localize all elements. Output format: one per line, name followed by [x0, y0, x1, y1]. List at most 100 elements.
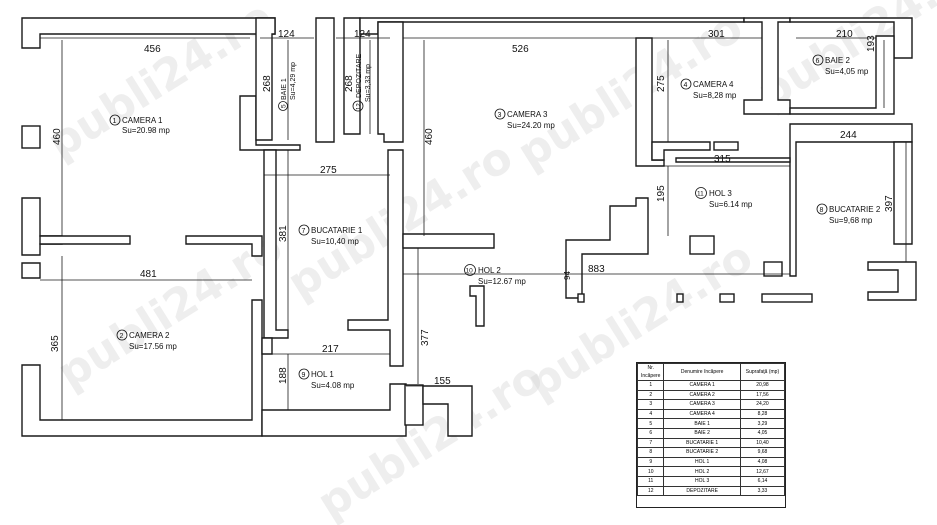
- watermark-text: publi24.ro: [309, 351, 552, 525]
- room-name: BUCATARIE 2: [829, 205, 881, 214]
- dimension-labels: 456 124 124 526 301 210 193 268 268 460 …: [50, 29, 895, 387]
- table-cell: 3: [636, 399, 665, 410]
- dimension-label: 460: [424, 128, 435, 145]
- dimension-label: 381: [278, 225, 289, 242]
- wall-segment: [577, 293, 585, 303]
- wall-segment: [761, 293, 813, 303]
- dimension-label: 124: [354, 29, 371, 40]
- table-cell: 4,08: [739, 456, 786, 468]
- room-number: 3: [498, 112, 502, 119]
- table-cell: DEPOZITARE: [663, 485, 741, 497]
- wall-segment: [377, 21, 404, 143]
- dimension-label: 268: [344, 75, 355, 92]
- room-name: CAMERA 4: [693, 80, 734, 89]
- wall-segment: [676, 293, 684, 303]
- room-number: 10: [466, 268, 474, 275]
- room-name: CAMERA 2: [129, 331, 170, 340]
- wall-segment: [261, 337, 273, 355]
- room-area: Su=20.98 mp: [122, 126, 170, 135]
- wall-segment: [21, 262, 41, 279]
- room-label-bucatarie-1: 7 BUCATARIE 1 Su=10,40 mp: [298, 224, 363, 246]
- table-cell: 8: [636, 447, 665, 458]
- room-number: 4: [684, 82, 688, 89]
- dimension-label: 124: [278, 29, 295, 40]
- table-cell: HOL 2: [663, 466, 741, 477]
- watermark-layer: publi24.ro publi24.ro publi24.ro publi24…: [39, 0, 937, 525]
- table-cell: 24,20: [739, 399, 786, 410]
- room-area: Su=24.20 mp: [507, 121, 555, 130]
- wall-segment: [263, 149, 289, 339]
- wall-segment: [347, 149, 404, 367]
- dimension-label: 268: [262, 75, 273, 92]
- wall-segment: [255, 17, 276, 141]
- table-cell: 10: [636, 466, 665, 477]
- wall-segment: [185, 235, 263, 257]
- table-cell: 8,28: [739, 408, 786, 420]
- wall-segment: [565, 197, 649, 299]
- wall-segment: [469, 285, 485, 327]
- room-name: CAMERA 3: [507, 110, 548, 119]
- wall-segment: [675, 157, 791, 163]
- dimension-label: 193: [866, 35, 877, 52]
- dimension-label: 460: [52, 128, 63, 145]
- table-cell: BAIE 1: [663, 418, 741, 429]
- room-name: CAMERA 1: [122, 116, 163, 125]
- wall-segment: [763, 261, 783, 277]
- wall-segment: [404, 384, 424, 426]
- room-area: Su=4.08 mp: [311, 381, 355, 390]
- room-name: BAIE 2: [825, 56, 850, 65]
- dimension-label: 275: [320, 165, 337, 176]
- wall-segment: [21, 125, 41, 149]
- dimension-label: 210: [836, 29, 853, 40]
- room-name: HOL 1: [311, 370, 334, 379]
- wall-segment: [719, 293, 735, 303]
- room-label-hol-2: 10 HOL 2 Su=12.67 mp: [464, 264, 526, 286]
- room-number: 1: [113, 118, 117, 125]
- dimension-label: 315: [714, 154, 731, 165]
- room-area: Su=10,40 mp: [311, 237, 359, 246]
- dimension-lines: [40, 37, 907, 420]
- room-number: 6: [816, 58, 820, 65]
- room-name: BAIE 1: [281, 78, 288, 100]
- room-label-baie-2: 6 BAIE 2 Su=4,05 mp: [812, 54, 869, 76]
- table-header-row: Nr. Incăpere Denumire încăpere Suprafaţă…: [636, 363, 786, 381]
- table-cell: 3,29: [739, 418, 786, 429]
- table-cell: BAIE 2: [663, 427, 741, 439]
- room-area: Su=4,05 mp: [825, 67, 869, 76]
- dimension-label: 275: [656, 75, 667, 92]
- room-name: BUCATARIE 1: [311, 226, 363, 235]
- room-label-depozitare: 12 DEPOZITARE Su=3,33 mp: [352, 53, 372, 112]
- room-area: Su=17.56 mp: [129, 342, 177, 351]
- room-label-camera-3: 3 CAMERA 3 Su=24.20 mp: [494, 108, 555, 130]
- room-label-hol-1: 9 HOL 1 Su=4.08 mp: [298, 368, 355, 390]
- room-area: Su=6.14 mp: [709, 200, 753, 209]
- wall-segment: [689, 235, 715, 255]
- room-name: HOL 3: [709, 189, 732, 198]
- room-label-baie-1: 5 BAIE 1 Su=4,29 mp: [278, 62, 297, 111]
- dimension-label: 456: [144, 44, 161, 55]
- room-area: Su=3,33 mp: [365, 64, 372, 102]
- room-area: Su=9,68 mp: [829, 216, 873, 225]
- wall-segment: [402, 233, 495, 249]
- table-cell: 5: [636, 418, 665, 429]
- wall-segment: [315, 17, 335, 143]
- room-number: 11: [697, 191, 704, 198]
- wall-segment: [867, 261, 917, 301]
- dimension-label: 155: [434, 376, 451, 387]
- table-cell: CAMERA 3: [663, 399, 741, 410]
- dimension-label: 94: [563, 271, 572, 280]
- room-number: 2: [120, 333, 124, 340]
- wall-segment: [261, 383, 407, 437]
- room-name: HOL 2: [478, 266, 501, 275]
- table-cell: 6: [636, 427, 665, 439]
- room-number: 9: [302, 372, 306, 379]
- table-cell: 9: [636, 456, 665, 468]
- room-name: DEPOZITARE: [356, 53, 363, 98]
